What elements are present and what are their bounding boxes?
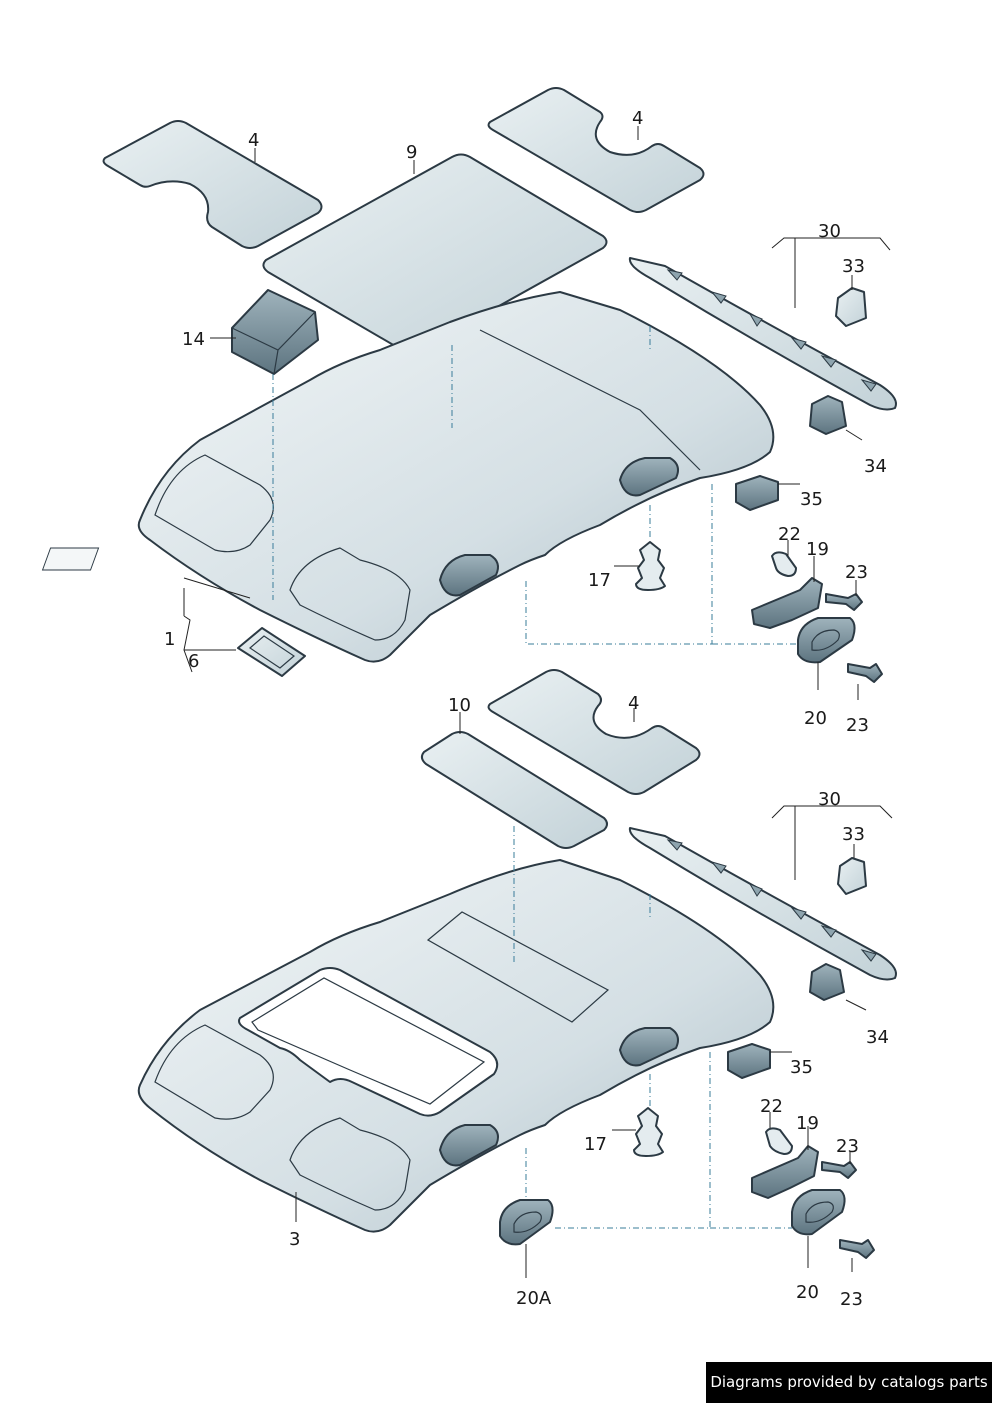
callout-33-top: 33 [842,256,865,277]
headliner-1-grab-handle-recess-left [439,554,499,597]
callout-20-bottom: 20 [796,1282,819,1303]
headliner-3-sunroof-opening [238,967,499,1117]
callout-labels: 4 9 4 30 33 14 34 35 22 19 23 17 1 6 20 … [164,108,889,1310]
callout-19-bottom: 19 [796,1113,819,1134]
callout-6: 6 [188,651,199,672]
screw-23-bottom-b [839,1239,875,1259]
headliner-3-pad-area [426,911,610,1023]
callout-23-bottom-a: 23 [836,1136,859,1157]
pad-35-bottom [727,1043,771,1079]
trim-strip-30-bottom [628,827,897,981]
bush-22-bottom [765,1127,793,1155]
callout-22-bottom: 22 [760,1096,783,1117]
headliner-1-label-patch [41,547,100,571]
trim-strip-30-top [628,257,897,411]
callout-3: 3 [289,1229,300,1250]
callout-23-bottom-b: 23 [840,1289,863,1310]
callout-10: 10 [448,695,471,716]
cover-6 [237,627,306,677]
grab-handle-mount-20-top [797,617,856,664]
callout-4-left: 4 [248,130,259,151]
callout-17-top: 17 [588,570,611,591]
headliner-1-rear-recess [289,547,411,641]
headliner-3-rear-recess-left [154,1024,274,1120]
bracket-19-bottom [751,1145,819,1199]
alignment-guides [272,326,798,1229]
insulation-pad-10 [420,731,608,849]
callout-4-lower: 4 [628,693,639,714]
headliner-3-grab-recess-left [439,1124,499,1167]
bush-22-top [771,551,797,577]
headliner-3-rear-recess [289,1117,411,1211]
callout-23-top-a: 23 [845,562,868,583]
callout-19-top: 19 [806,539,829,560]
callout-30-top: 30 [818,221,841,242]
callout-34-bottom: 34 [866,1027,889,1048]
bracket-19-top [751,577,823,629]
screw-23-top-b [847,663,883,683]
headliner-3-grab-recess-right [619,1027,679,1067]
insulation-pad-4-left [102,120,323,249]
clip-33-bottom [837,857,867,895]
headliner-1-inner-recess [154,454,274,553]
expanding-rivet-17-top [635,541,666,591]
headliner-1-grab-handle-recess-right [619,457,679,497]
headliner-1-ridge [479,329,701,471]
headliner-1 [137,291,775,663]
callout-35-bottom: 35 [790,1057,813,1078]
trim-strip-30-top-clips [666,269,877,392]
callout-35-top: 35 [800,489,823,510]
trim-strip-30-bottom-clips [666,839,877,962]
insulation-pad-4-lower [487,669,701,795]
insulation-pad-4-right [487,87,705,213]
credit-banner: Diagrams provided by catalogs parts [706,1362,992,1403]
callout-4-right: 4 [632,108,643,129]
callout-9: 9 [406,142,417,163]
clip-34-bottom [809,963,845,1001]
callout-14: 14 [182,329,205,350]
insulation-pad-9 [262,153,608,354]
callout-22-top: 22 [778,524,801,545]
clip-33-top [835,287,867,327]
callout-20-top: 20 [804,708,827,729]
expanding-rivet-17-bottom [633,1107,664,1157]
callout-34-top: 34 [864,456,887,477]
callout-1: 1 [164,629,175,650]
callout-30-bottom: 30 [818,789,841,810]
clip-34-top [809,395,847,435]
callout-33-bottom: 33 [842,824,865,845]
leader-lines [183,126,893,1278]
grab-handle-mount-20A [499,1199,554,1246]
damper-block-14 [231,289,319,375]
callout-23-top-b: 23 [846,715,869,736]
pad-35-top [735,475,779,511]
grab-handle-mount-20-bottom [791,1189,846,1236]
screw-23-bottom-a [821,1161,857,1179]
callout-20A: 20A [516,1288,552,1309]
screw-23-top-a [825,593,863,611]
callout-17-bottom: 17 [584,1134,607,1155]
